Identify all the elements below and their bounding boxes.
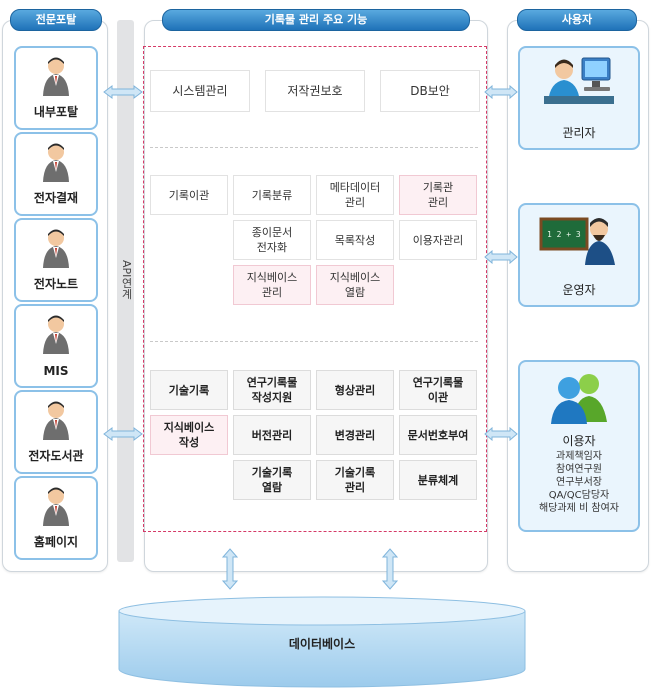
function-cell[interactable]: 기술기록 열람 — [233, 460, 311, 500]
arrow-db-right — [382, 548, 398, 590]
arrow-portal-to-api-top — [103, 85, 143, 99]
user-member: 해당과제 비 참여자 — [539, 503, 619, 514]
portal-card[interactable]: 전자도서관 — [14, 390, 98, 474]
board-text: 1 2 + 3 — [547, 230, 581, 239]
function-cell[interactable]: 기록관 관리 — [399, 175, 477, 215]
person-icon — [42, 142, 70, 186]
function-cell[interactable]: 분류체계 — [399, 460, 477, 500]
function-cell[interactable]: 메타데이터 관리 — [316, 175, 394, 215]
operator-icon: 1 2 + 3 — [539, 217, 615, 265]
user-card[interactable]: 이용자 과제책임자 참여연구원 연구부서장 QA/QC담당자 해당과제 비 참여… — [518, 360, 640, 532]
function-cell[interactable]: 지식베이스 열람 — [316, 265, 394, 305]
arrow-functions-to-operator — [484, 250, 518, 264]
portal-label: 홈페이지 — [33, 535, 79, 549]
user-label: 이용자 — [562, 434, 596, 448]
person-icon — [42, 400, 70, 444]
portal-card[interactable]: MIS — [14, 304, 98, 388]
function-cell[interactable]: 목록작성 — [316, 220, 394, 260]
function-system-admin[interactable]: 시스템관리 — [150, 70, 250, 112]
operator-label: 운영자 — [562, 283, 596, 297]
user-members: 과제책임자 참여연구원 연구부서장 QA/QC담당자 해당과제 비 참여자 — [520, 450, 638, 515]
portal-label: MIS — [43, 364, 69, 378]
function-cell[interactable]: 이용자관리 — [399, 220, 477, 260]
database-cylinder — [118, 596, 526, 688]
function-cell[interactable]: 지식베이스 작성 — [150, 415, 228, 455]
user-member: QA/QC담당자 — [548, 490, 610, 501]
portal-label: 내부포탈 — [33, 105, 79, 119]
portal-card[interactable]: 전자결재 — [14, 132, 98, 216]
users-group-icon — [551, 374, 607, 424]
person-icon — [42, 228, 70, 272]
function-cell[interactable]: 기술기록 관리 — [316, 460, 394, 500]
admin-label: 관리자 — [562, 126, 596, 140]
user-member: 참여연구원 — [556, 464, 602, 475]
function-db-security[interactable]: DB보안 — [380, 70, 480, 112]
function-cell[interactable]: 형상관리 — [316, 370, 394, 410]
person-icon — [42, 314, 70, 358]
function-cell[interactable]: 기술기록 — [150, 370, 228, 410]
arrow-functions-to-user — [484, 427, 518, 441]
portal-header: 전문포탈 — [10, 9, 102, 31]
database-label: 데이터베이스 — [288, 637, 356, 651]
user-member: 과제책임자 — [556, 451, 602, 462]
function-cell[interactable]: 기록이관 — [150, 175, 228, 215]
api-bar — [117, 20, 134, 562]
person-icon — [42, 56, 70, 100]
portal-card[interactable]: 내부포탈 — [14, 46, 98, 130]
arrow-portal-to-api-bottom — [103, 427, 143, 441]
function-cell[interactable]: 지식베이스 관리 — [233, 265, 311, 305]
portal-card[interactable]: 홈페이지 — [14, 476, 98, 560]
section-separator-1 — [150, 147, 478, 148]
portal-label: 전자도서관 — [28, 449, 84, 463]
functions-header: 기록물 관리 주요 기능 — [162, 9, 470, 31]
functions-box — [143, 46, 487, 532]
api-label: API연계 — [120, 260, 133, 300]
users-header: 사용자 — [517, 9, 637, 31]
arrow-db-left — [222, 548, 238, 590]
function-copyright[interactable]: 저작권보호 — [265, 70, 365, 112]
function-cell[interactable]: 연구기록물 이관 — [399, 370, 477, 410]
user-member: 연구부서장 — [556, 477, 602, 488]
function-cell[interactable]: 연구기록물 작성지원 — [233, 370, 311, 410]
admin-icon — [544, 57, 614, 104]
admin-card[interactable]: 관리자 — [518, 46, 640, 150]
function-cell[interactable]: 버전관리 — [233, 415, 311, 455]
operator-card[interactable]: 1 2 + 3 운영자 — [518, 203, 640, 307]
arrow-functions-to-admin — [484, 85, 518, 99]
function-cell[interactable]: 변경관리 — [316, 415, 394, 455]
portal-label: 전자노트 — [33, 277, 79, 291]
portal-label: 전자결재 — [33, 191, 79, 205]
function-cell[interactable]: 문서번호부여 — [399, 415, 477, 455]
person-icon — [42, 486, 70, 530]
section-separator-2 — [150, 341, 478, 342]
function-cell[interactable]: 기록분류 — [233, 175, 311, 215]
function-cell[interactable]: 종이문서 전자화 — [233, 220, 311, 260]
portal-card[interactable]: 전자노트 — [14, 218, 98, 302]
